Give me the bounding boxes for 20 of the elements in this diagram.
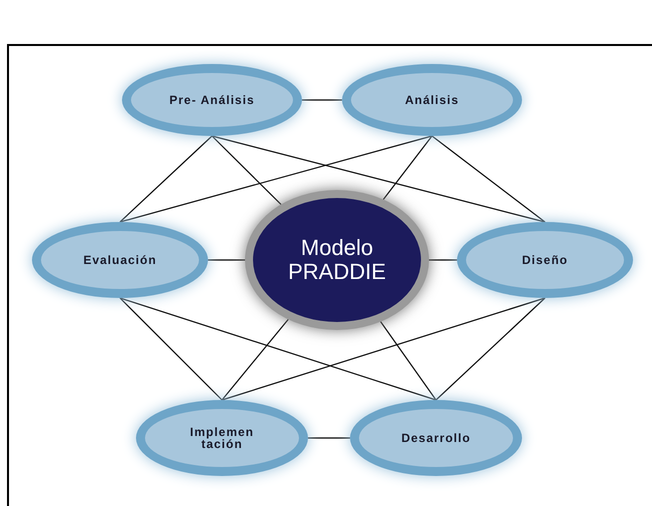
stage-label: Evaluación xyxy=(82,254,158,266)
stage-label: Desarrollo xyxy=(400,432,472,444)
center-circle xyxy=(245,190,429,330)
connector-line xyxy=(308,437,350,439)
connector-line xyxy=(120,136,212,222)
connector-line xyxy=(302,99,342,101)
connector-line xyxy=(212,135,546,223)
stage-label: Implemen tación xyxy=(188,426,255,450)
stage-label: Análisis xyxy=(404,94,460,106)
connector-line xyxy=(432,136,546,222)
stage-label: Diseño xyxy=(520,254,569,266)
connector-line xyxy=(120,135,432,223)
connector-line xyxy=(120,297,436,401)
connector-line xyxy=(436,298,546,400)
connector-line xyxy=(429,259,457,261)
connector-line xyxy=(222,297,546,401)
connector-line xyxy=(120,298,222,400)
center-title: Modelo PRADDIE xyxy=(287,236,387,284)
stage-label: Pre- Análisis xyxy=(168,94,256,106)
connector-line xyxy=(208,259,245,261)
